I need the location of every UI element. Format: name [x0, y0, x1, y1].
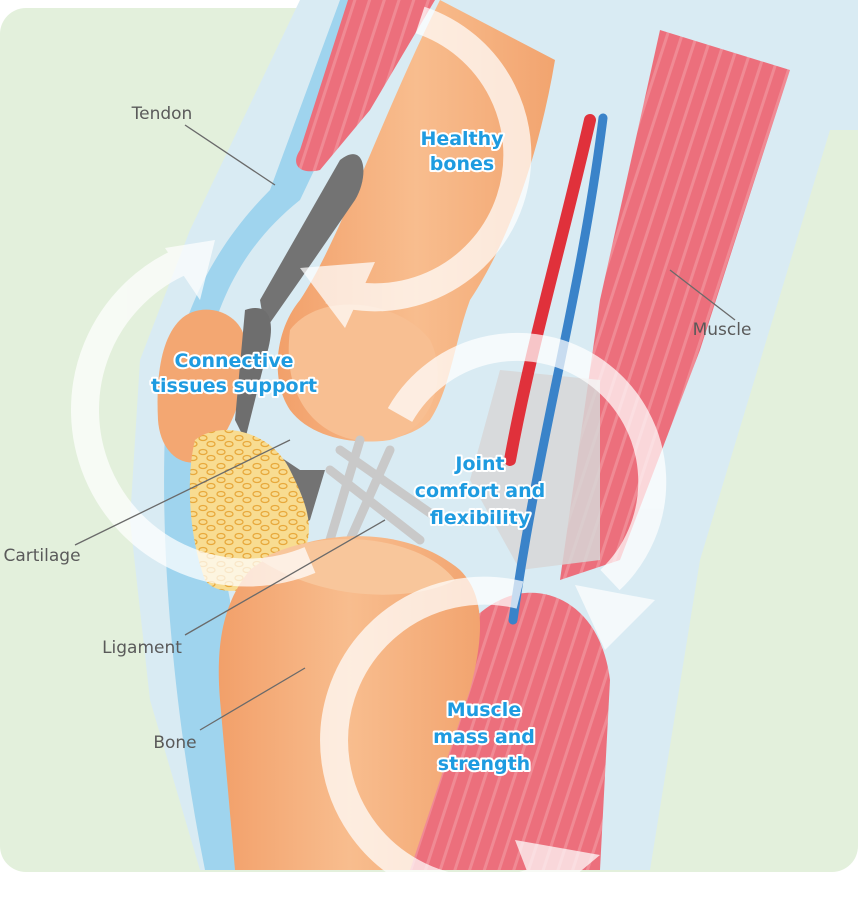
healthy-bones-line1: Healthy — [420, 128, 504, 150]
muscle-line3: strength — [438, 753, 530, 775]
muscle-line1: Muscle — [447, 699, 521, 721]
joint-line1: Joint — [453, 453, 504, 475]
muscle-line2: mass and — [433, 726, 535, 748]
joint-line3: flexibility — [430, 507, 531, 529]
connective-line1: Connective — [174, 350, 293, 372]
connective-line2: tissues support — [151, 375, 317, 397]
joint-line2: comfort and — [415, 480, 545, 502]
bone-label: Bone — [153, 733, 196, 753]
ligament-label: Ligament — [102, 638, 182, 658]
muscle-label: Muscle — [693, 320, 752, 340]
cartilage-label: Cartilage — [3, 546, 80, 566]
healthy-bones-line2: bones — [430, 153, 494, 175]
tendon-label: Tendon — [131, 104, 193, 124]
